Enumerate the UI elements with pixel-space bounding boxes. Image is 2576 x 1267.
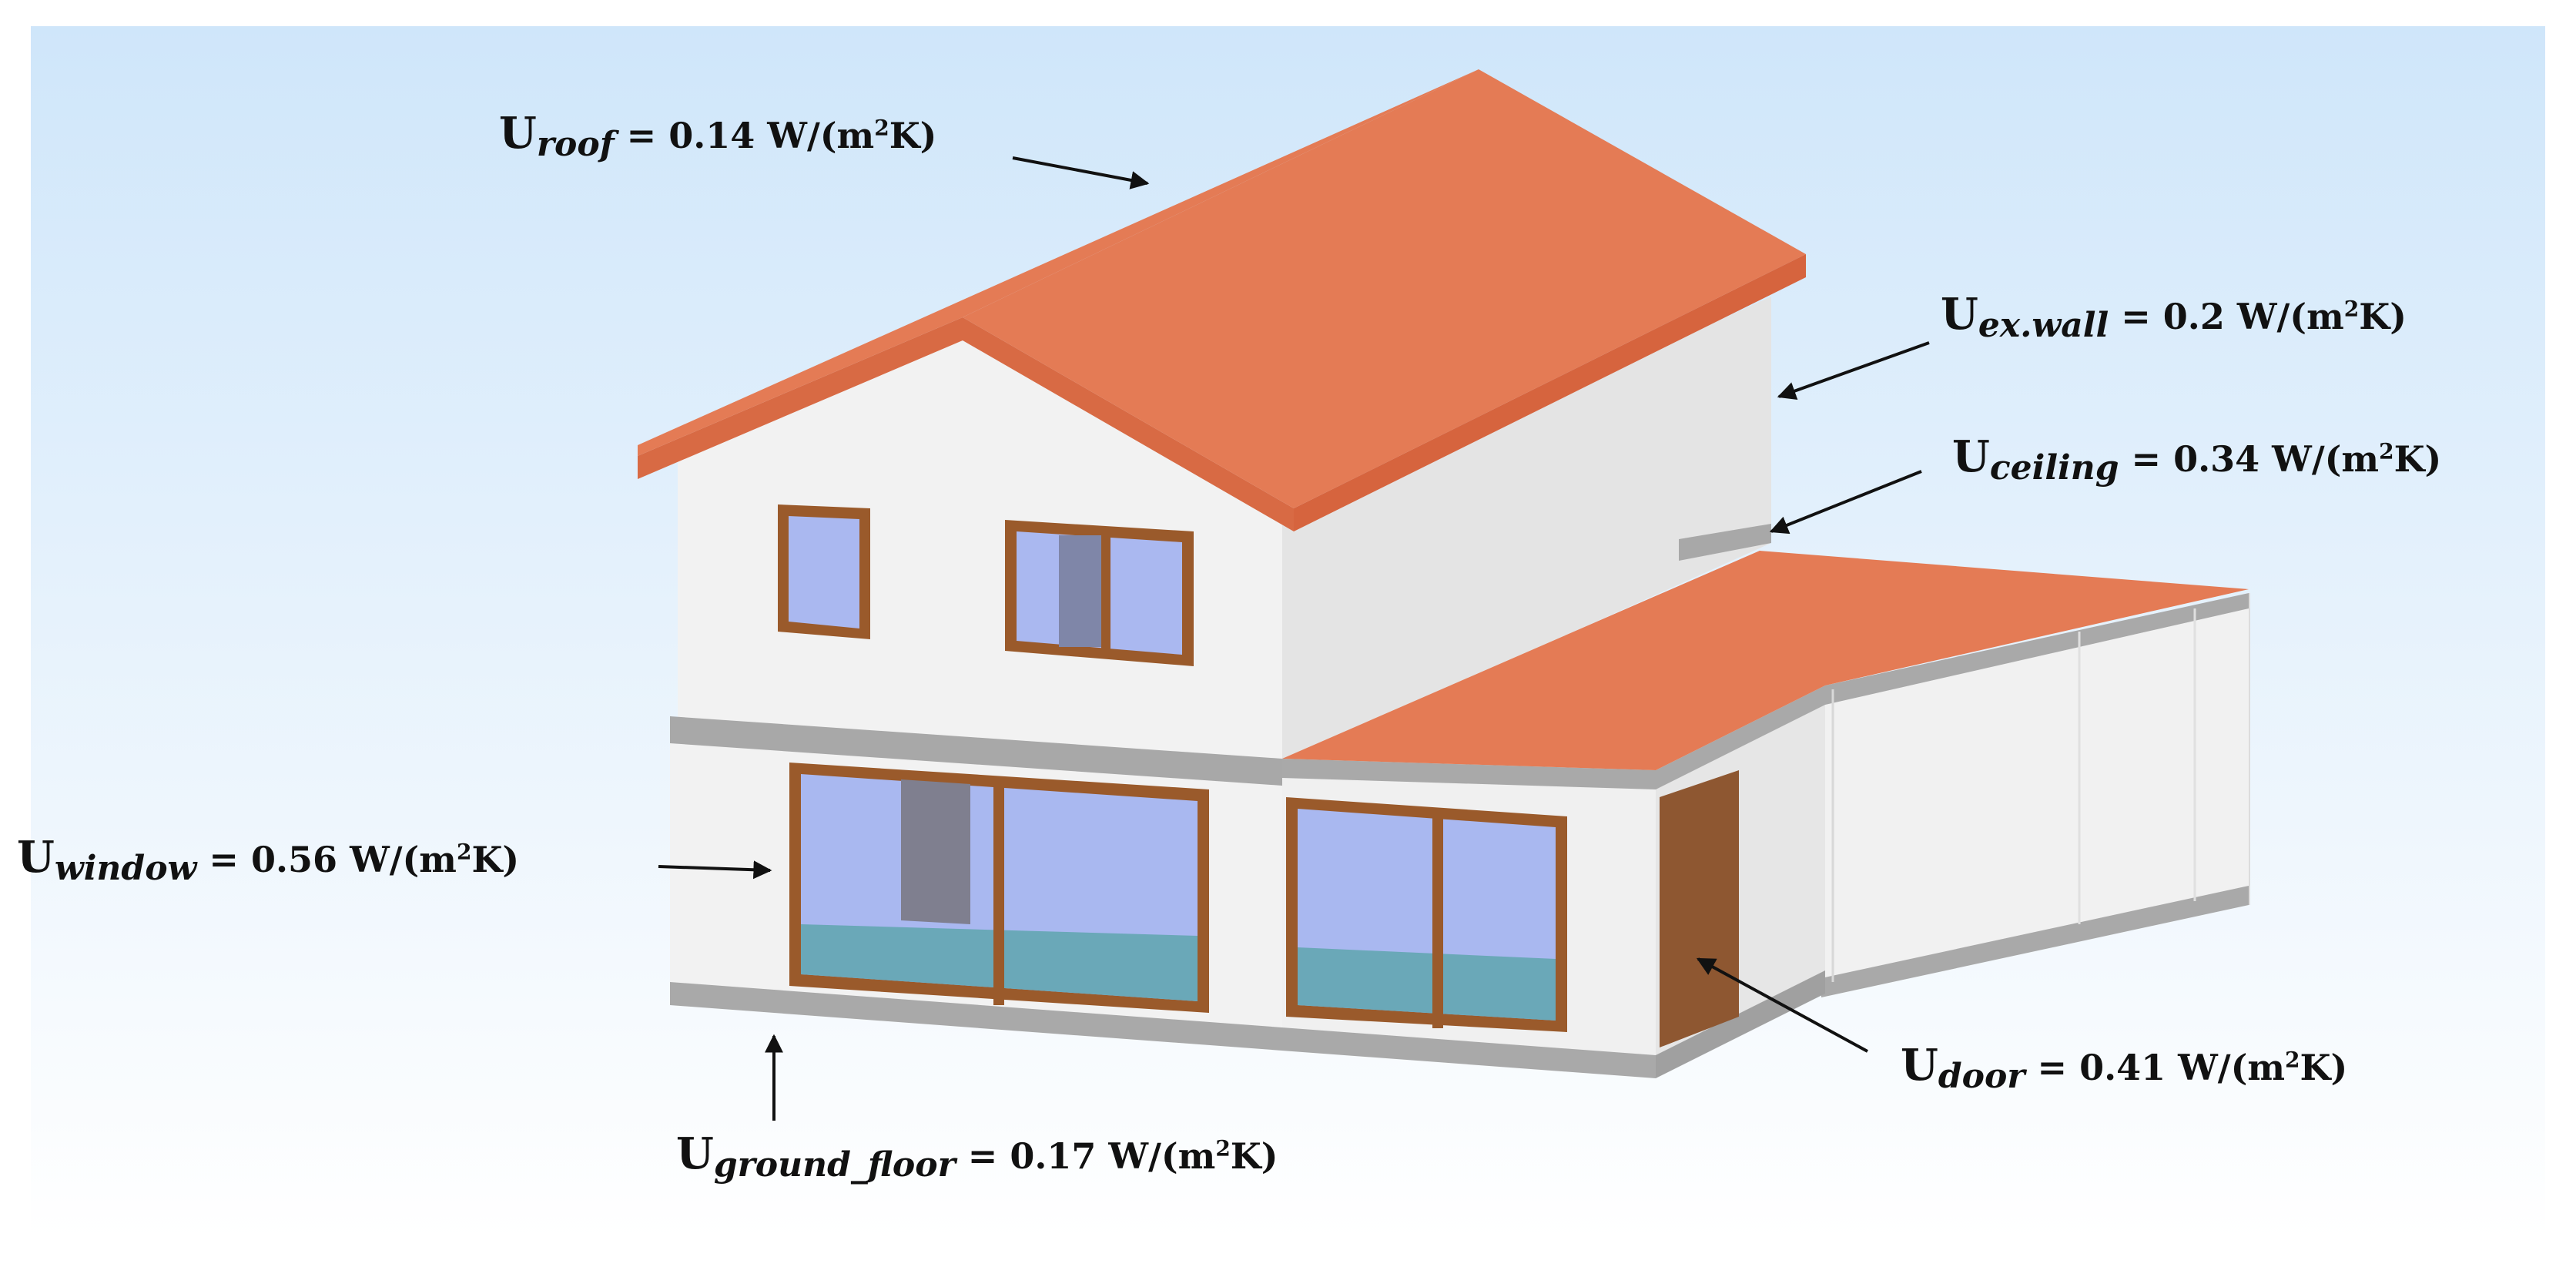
ground-window-right xyxy=(1286,797,1567,1032)
ceiling-u-value-label: Uceiling = 0.34 W/(m2K) xyxy=(1952,431,2442,488)
ground-window-left xyxy=(789,763,1209,1013)
roof-main-plane xyxy=(963,69,1806,508)
ceiling-slab-side xyxy=(1679,524,1771,561)
flat-roof xyxy=(1282,551,2249,770)
door-u-value-label: Udoor = 0.41 W/(m2K) xyxy=(1901,1040,2348,1096)
window-u-value-label: Uwindow = 0.56 W/(m2K) xyxy=(17,832,520,888)
door-arrow xyxy=(1696,957,1868,1053)
ground-floor-u-value-label: Uground_floor = 0.17 W/(m2K) xyxy=(676,1128,1278,1185)
roof-left-plane xyxy=(638,69,1479,456)
ex-wall-u-value-label: Uex.wall = 0.2 W/(m2K) xyxy=(1941,289,2407,345)
ceiling-arrow xyxy=(1769,470,1922,535)
ceiling-slab-front xyxy=(670,716,1282,786)
upper-window-left xyxy=(778,504,870,639)
door xyxy=(1660,770,1739,1047)
roof-right-edge xyxy=(1294,254,1806,531)
upper-window-right xyxy=(1005,520,1194,666)
annex-wall-front xyxy=(1821,593,2249,994)
upper-side-wall xyxy=(1282,297,1771,763)
ex-wall-arrow xyxy=(1777,341,1930,400)
flat-roof-slab xyxy=(1282,593,2249,789)
annex-wall-end xyxy=(2249,593,2250,905)
ground-slab-side xyxy=(1656,970,1825,1078)
annex-base xyxy=(1821,886,2249,997)
window-arrow xyxy=(658,860,772,880)
ground-slab-front xyxy=(670,982,1656,1078)
roof-u-value-label: Uroof = 0.14 W/(m2K) xyxy=(499,108,937,164)
roof-arrow xyxy=(1012,156,1150,189)
